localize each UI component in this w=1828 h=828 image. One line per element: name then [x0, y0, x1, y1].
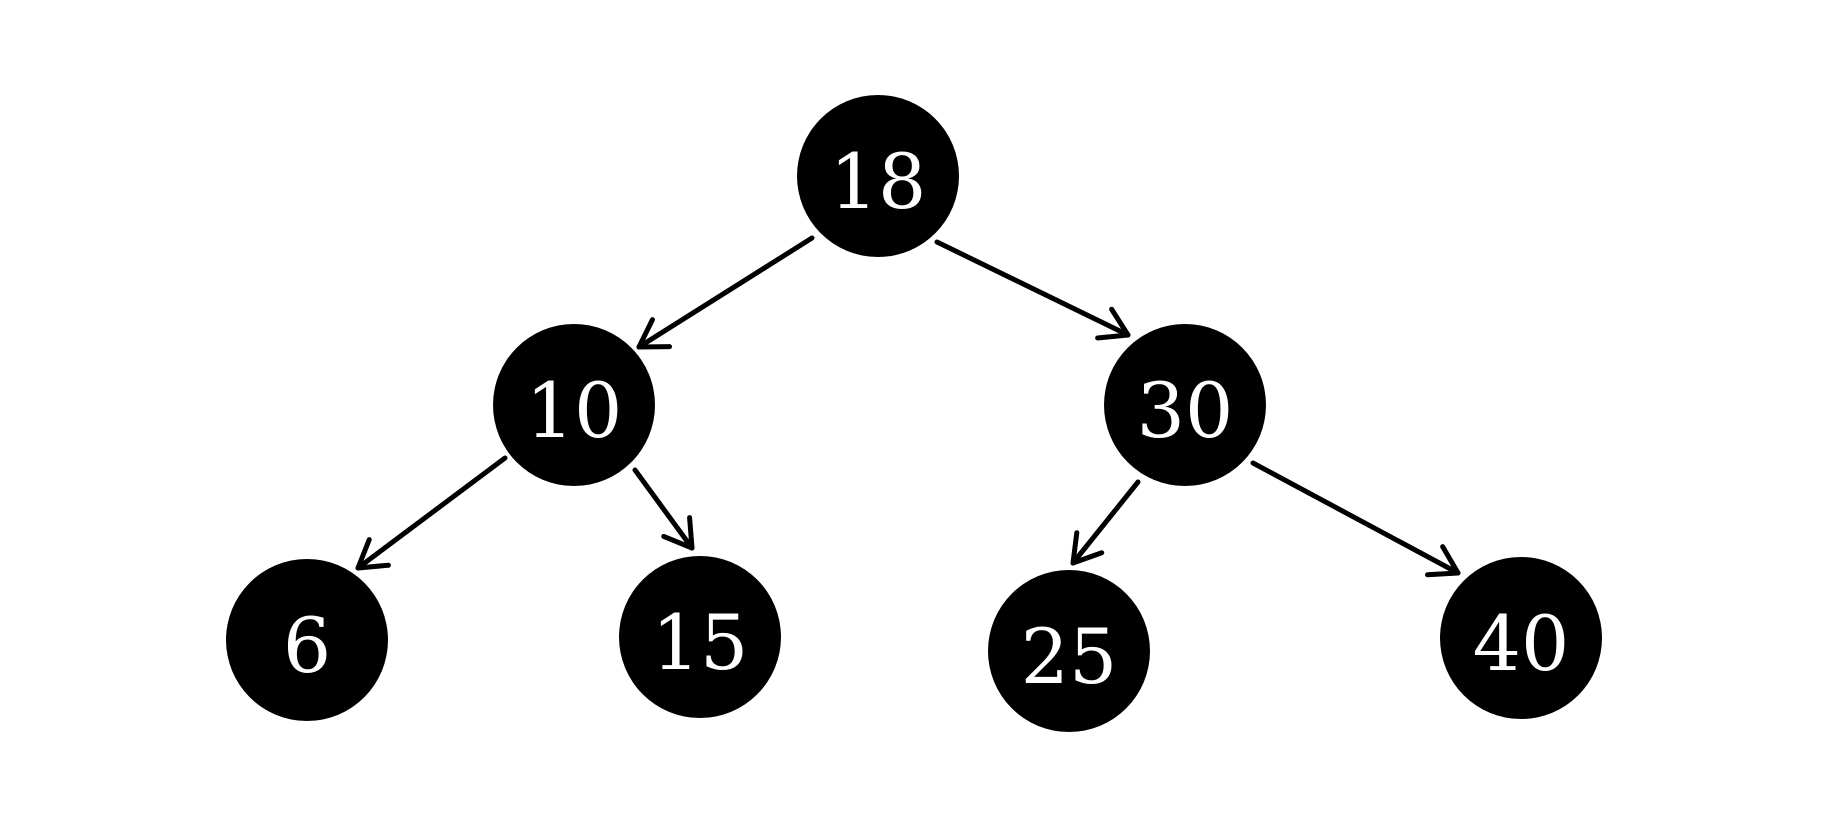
tree-node-6: 6	[226, 559, 388, 721]
nodes-layer: 18 10 30 6 15 25 40	[226, 95, 1602, 732]
tree-node-15: 15	[619, 556, 781, 718]
node-circle-6	[226, 559, 388, 721]
node-label-40: 40	[1473, 599, 1570, 688]
node-circle-10	[493, 324, 655, 486]
node-label-15: 15	[652, 598, 749, 687]
edge-10-15	[632, 467, 695, 551]
node-circle-30	[1104, 324, 1266, 486]
node-circle-25	[988, 570, 1150, 732]
edges-layer	[355, 235, 1461, 578]
node-circle-18	[797, 95, 959, 257]
edge-30-25	[1070, 479, 1141, 566]
tree-node-40: 40	[1440, 557, 1602, 719]
node-circle-40	[1440, 557, 1602, 719]
node-label-25: 25	[1021, 612, 1118, 701]
tree-node-10: 10	[493, 324, 655, 486]
node-label-10: 10	[526, 366, 623, 455]
node-label-18: 18	[830, 137, 927, 226]
edge-18-30	[934, 239, 1131, 341]
node-label-30: 30	[1137, 366, 1234, 455]
tree-node-25: 25	[988, 570, 1150, 732]
node-circle-15	[619, 556, 781, 718]
node-label-6: 6	[283, 601, 331, 690]
edge-10-6	[355, 455, 508, 571]
tree-node-30: 30	[1104, 324, 1266, 486]
tree-node-18: 18	[797, 95, 959, 257]
edge-30-40	[1250, 460, 1461, 578]
edge-18-10	[636, 235, 815, 350]
